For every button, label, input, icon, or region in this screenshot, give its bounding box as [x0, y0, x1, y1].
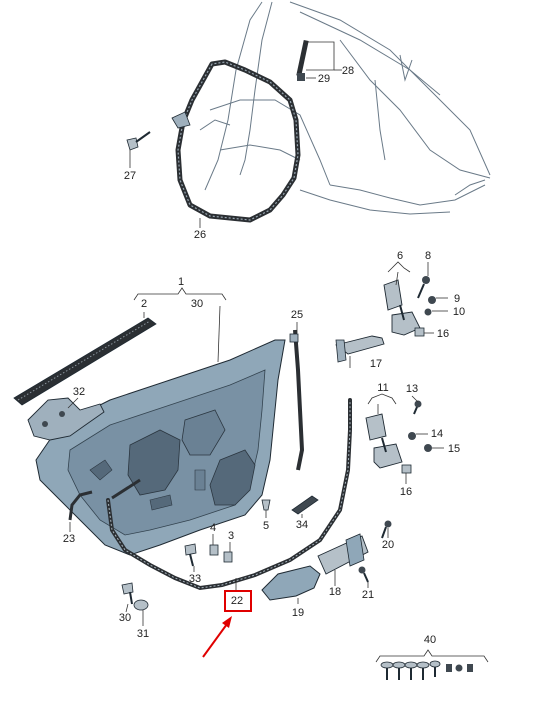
seal-end-clip: [171, 111, 191, 129]
highlight-box-22: [224, 590, 252, 612]
bolt-13: [413, 400, 422, 415]
hinge-6: [383, 279, 421, 336]
callout-3: 3: [228, 530, 234, 542]
check-strap-17: [334, 335, 385, 363]
callout-30-bottom: 30: [119, 612, 131, 624]
bolt-15: [424, 444, 432, 452]
seal-texture: [177, 61, 299, 221]
callout-20: 20: [382, 539, 394, 551]
nut-9: [428, 296, 436, 304]
callout-33: 33: [189, 573, 201, 585]
callout-18: 18: [329, 586, 341, 598]
handle-19: [261, 565, 321, 601]
seal-23: [68, 490, 93, 521]
part-16a: [414, 327, 425, 337]
window-trim-strip: [13, 317, 157, 406]
callout-4: 4: [210, 522, 216, 534]
screw-33: [184, 543, 197, 567]
trim-strip: [296, 39, 309, 77]
callout-1: 1: [178, 276, 184, 288]
callout-15: 15: [448, 443, 460, 455]
callout-16-lower: 16: [400, 486, 412, 498]
callout-16-upper: 16: [437, 328, 449, 340]
door-hole: [194, 469, 206, 491]
nut-14: [408, 432, 416, 440]
door-hole: [149, 494, 173, 511]
bracket-32: [27, 397, 105, 441]
door-hole: [89, 459, 113, 481]
screw-30: [121, 582, 134, 605]
bolt-8: [417, 276, 430, 299]
callout-32: 32: [73, 386, 85, 398]
callout-22: 22: [231, 595, 243, 607]
door-opening-seal: [175, 59, 301, 223]
callout-29: 29: [318, 73, 330, 85]
screw-27: [126, 131, 151, 151]
screw-21: [358, 566, 369, 583]
callout-30-top: 30: [191, 298, 203, 310]
callout-28: 28: [342, 65, 354, 77]
seal-25: [293, 329, 305, 471]
callout-8: 8: [425, 250, 431, 262]
strip-texture: [17, 320, 151, 401]
fastener-set-40: [380, 660, 473, 680]
callout-17: 17: [370, 358, 382, 370]
door-cutout-mid: [181, 409, 226, 456]
trim-piece-34: [291, 495, 319, 515]
seal-end: [111, 478, 141, 500]
callout-23: 23: [63, 533, 75, 545]
hinge-11: [365, 413, 403, 469]
clip-29: [297, 73, 305, 81]
callout-25: 25: [291, 309, 303, 321]
part-16b: [401, 464, 412, 474]
callout-9: 9: [454, 293, 460, 305]
callout-labels: 1 2 30 28 29 27 26 6 8 9 10 16 17 11 13 …: [63, 65, 465, 646]
door-cutout-right: [209, 449, 256, 506]
callout-34: 34: [296, 519, 308, 531]
seal-25-clip: [289, 333, 299, 343]
pins-3-4: [209, 544, 233, 563]
callout-10: 10: [453, 306, 465, 318]
leader-lines: [67, 41, 489, 663]
grommet-31: [133, 599, 149, 611]
callout-40: 40: [424, 634, 436, 646]
callout-31: 31: [137, 628, 149, 640]
callout-6: 6: [397, 250, 403, 262]
highlight-arrow: [202, 616, 232, 658]
door-cutout-left: [127, 429, 181, 496]
car-body-outline: [199, 1, 491, 215]
callout-14: 14: [431, 428, 443, 440]
bracket-18: [317, 533, 369, 575]
callout-2: 2: [141, 298, 147, 310]
callout-11: 11: [377, 382, 388, 394]
callout-5: 5: [263, 520, 269, 532]
clip-5: [261, 499, 271, 511]
callout-27: 27: [124, 170, 136, 182]
bolt-10: [424, 308, 432, 316]
callout-21: 21: [362, 589, 374, 601]
seal-texture: [107, 400, 351, 589]
callout-13: 13: [406, 383, 418, 395]
screw-20: [381, 520, 392, 539]
callout-19: 19: [292, 607, 304, 619]
callout-26: 26: [194, 229, 206, 241]
